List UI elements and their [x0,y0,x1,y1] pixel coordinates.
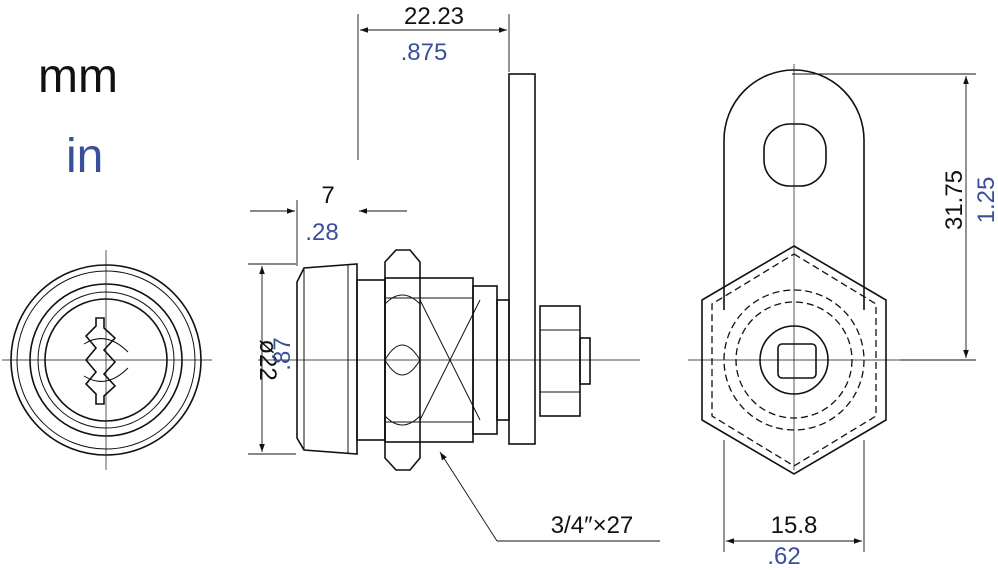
dimension-bezel-depth: 7 .28 [250,182,407,266]
thread-label: 3/4″×27 [551,512,634,539]
dimension-diameter: ø22 .87 [248,263,296,455]
bezel-depth-mm: 7 [321,182,334,209]
diameter-in: .87 [269,337,296,370]
bezel-depth-in: .28 [305,219,338,246]
side-view-lock-body [258,73,640,471]
cam-height-mm: 31.75 [941,170,968,230]
cam-length-mm: 22.23 [404,3,464,30]
cam-width-mm: 15.8 [771,512,818,539]
dimension-cam-width: 15.8 .62 [723,440,865,570]
cam-width-in: .62 [767,543,800,570]
legend-in-label: in [66,130,103,183]
thread-callout: 3/4″×27 [439,451,660,542]
cam-length-in: .875 [401,39,448,66]
legend-mm-label: mm [38,50,118,103]
dimension-cam-length: 22.23 .875 [357,3,510,160]
cam-height-in: 1.25 [973,177,998,224]
back-view-cam [688,64,900,475]
front-view-key-face [2,250,212,470]
dimension-cam-height: 31.75 1.25 [792,73,998,361]
diameter-mm: ø22 [254,339,281,380]
